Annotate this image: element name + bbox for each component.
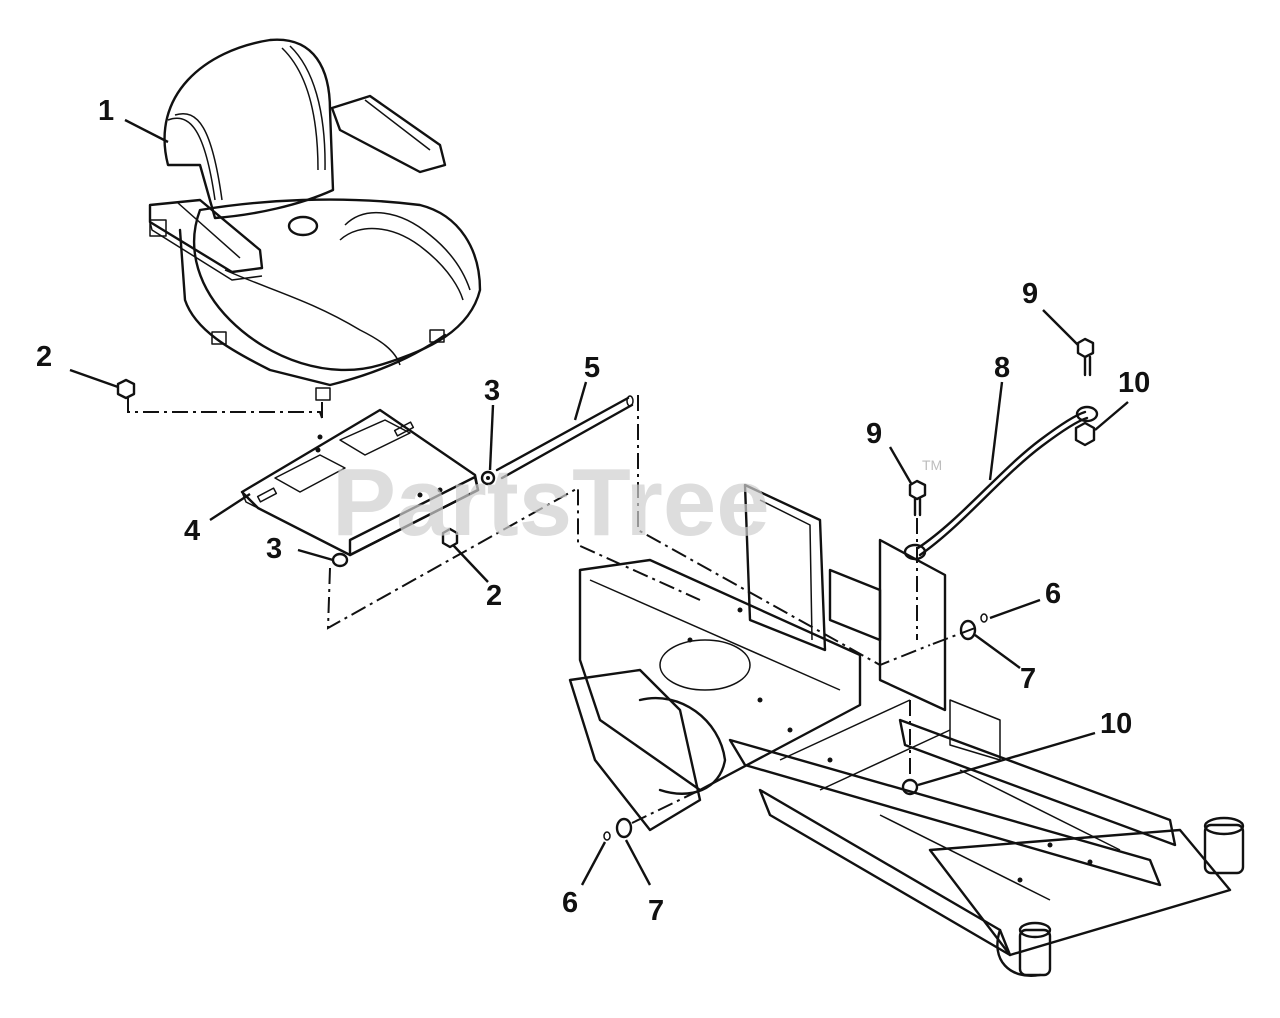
pivot-rod: [495, 395, 634, 480]
callout-2-under-plate: 2: [486, 580, 502, 612]
watermark-trademark: TM: [922, 457, 942, 473]
callout-4: 4: [184, 515, 200, 547]
callout-10-lower: 10: [1100, 708, 1132, 740]
callout-9-upper: 9: [1022, 278, 1038, 310]
seat-mount-plate: [240, 408, 480, 557]
callout-5: 5: [584, 352, 600, 384]
callout-10-upper: 10: [1118, 367, 1150, 399]
callout-6-right: 6: [1045, 578, 1061, 610]
callout-8: 8: [994, 352, 1010, 384]
mower-frame: [568, 483, 1245, 977]
callout-7-lower: 7: [648, 895, 664, 927]
callout-1: 1: [98, 95, 114, 127]
hardware: [116, 337, 1096, 841]
watermark-text: PartsTree: [332, 449, 770, 556]
alignment-lines: [127, 395, 976, 824]
leader-lines: [69, 118, 1129, 886]
callout-6-lower: 6: [562, 887, 578, 919]
callout-labels: 1 2 2 3 3 4 5 6 6 7 7 8 9 9 10 10: [36, 95, 1150, 927]
callout-7-right: 7: [1020, 663, 1036, 695]
callout-9-lower: 9: [866, 418, 882, 450]
callout-3-left: 3: [266, 533, 282, 565]
ground-cable: [903, 405, 1099, 561]
callout-3-rod: 3: [484, 375, 500, 407]
seat: [148, 38, 482, 401]
callout-2-left: 2: [36, 341, 52, 373]
